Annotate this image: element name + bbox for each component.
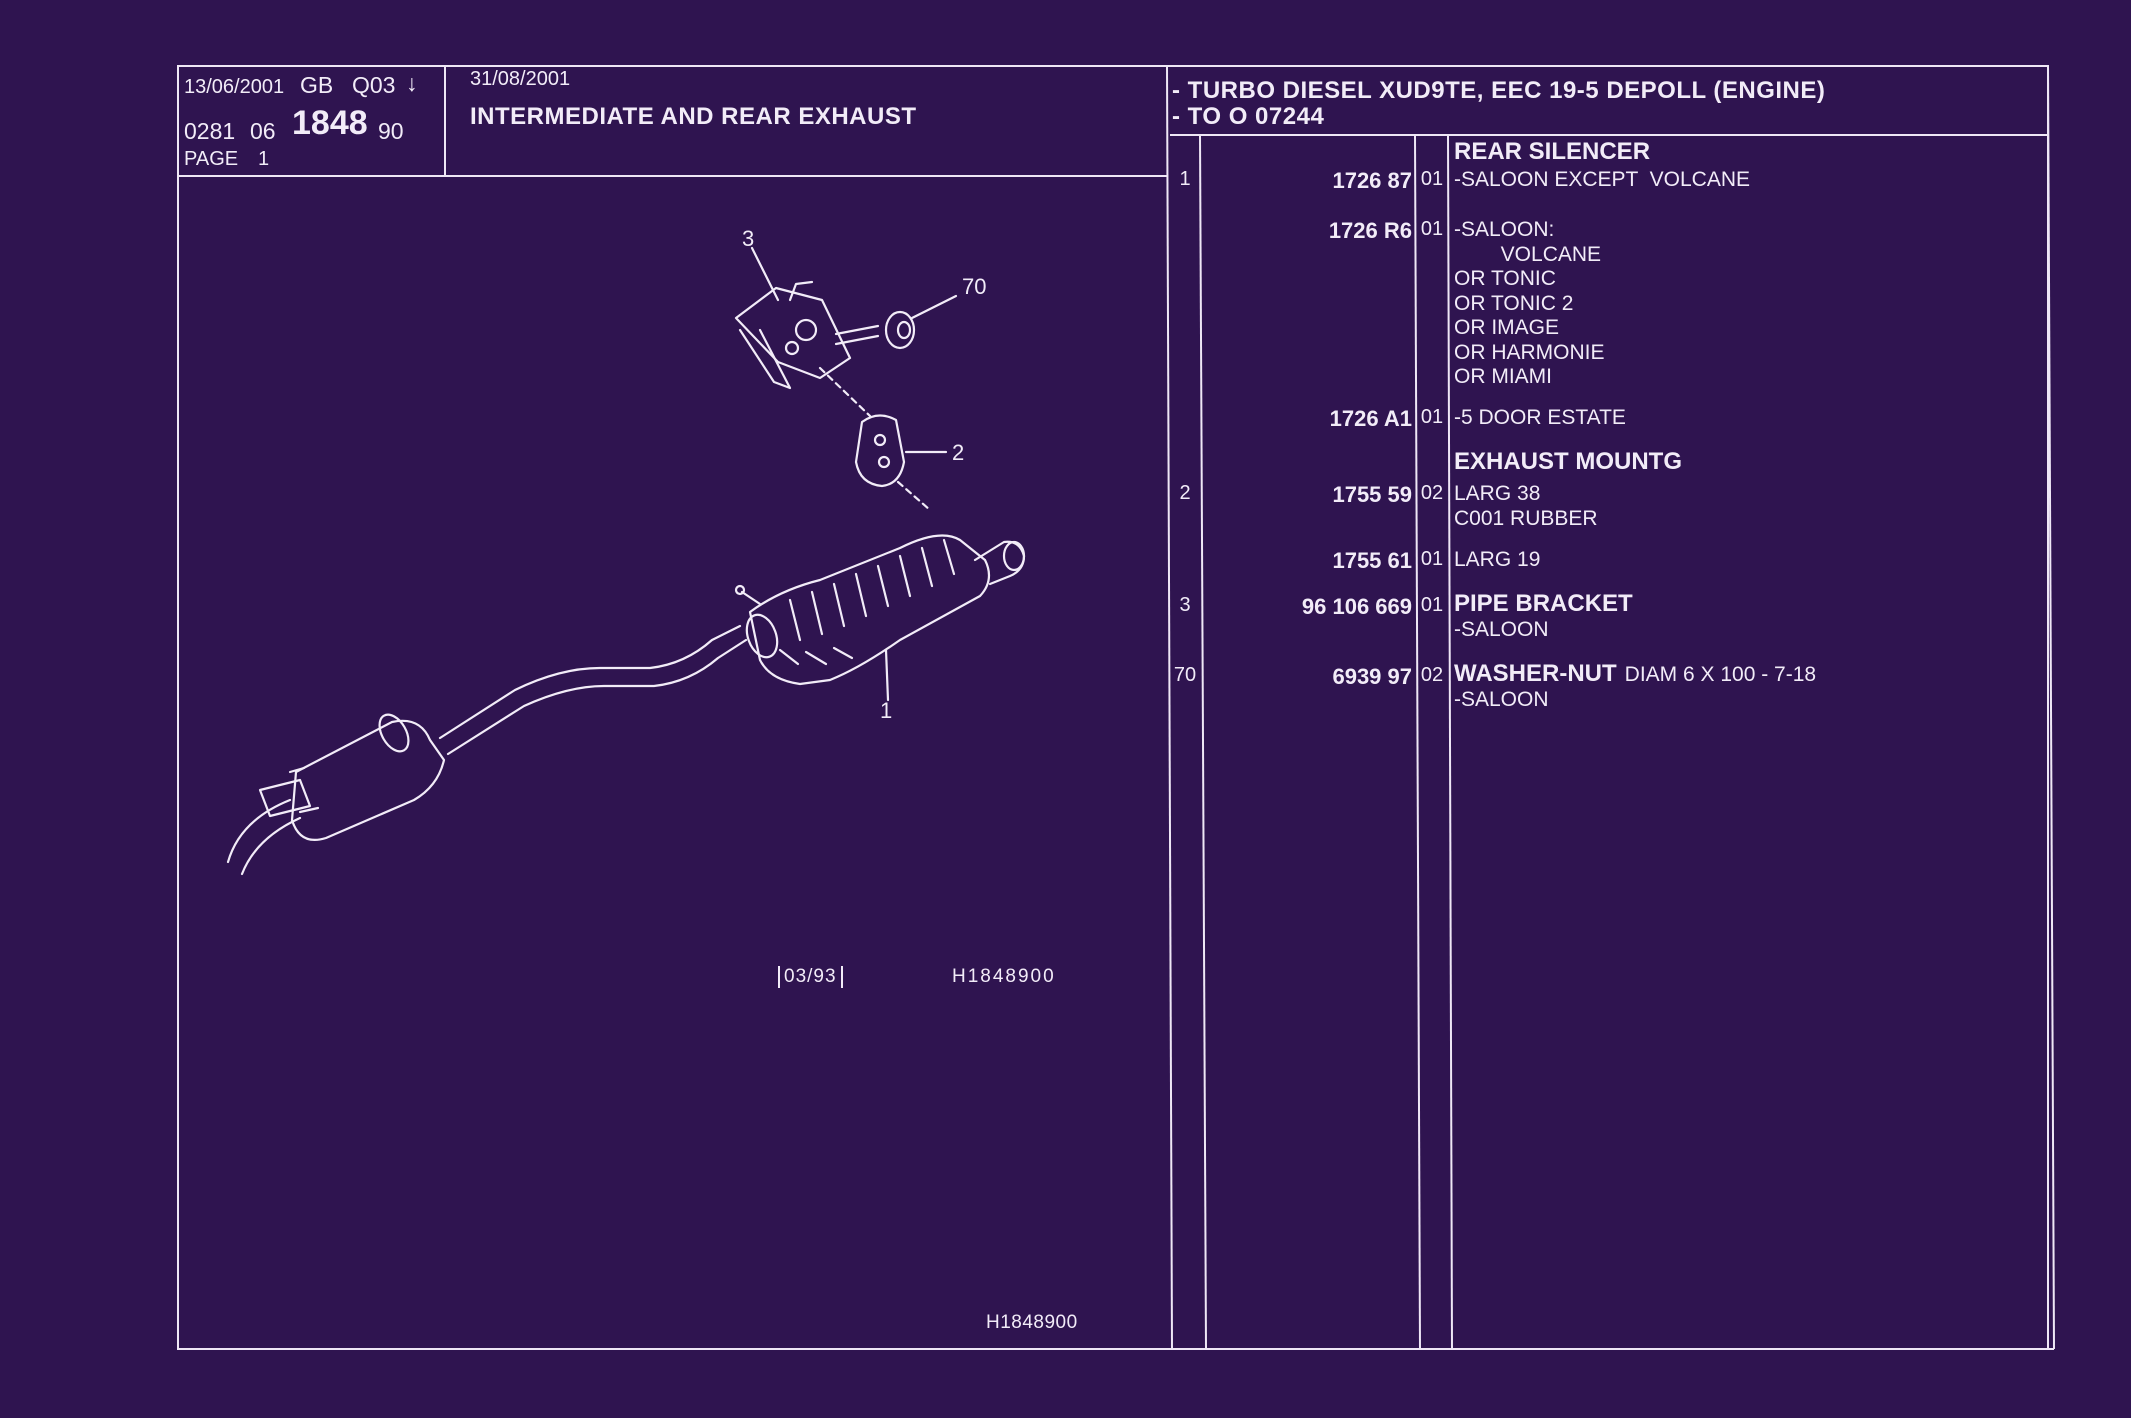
engine-line-2: - TO O 07244 [1172,103,1325,130]
part-variant: 01 [1420,168,1444,190]
header-group-number: 1848 [292,104,368,142]
engine-line-1: - TURBO DIESEL XUD9TE, EEC 19-5 DEPOLL (… [1172,77,1826,104]
header-date-2: 31/08/2001 [470,68,571,90]
part-name: EXHAUST MOUNTG [1454,448,1682,475]
part-variant: 02 [1420,664,1444,686]
header-page-label: PAGE [184,148,239,170]
part-description: LARG 19 [1454,548,1541,571]
diagram-bottom-code: H1848900 [986,1312,1078,1333]
part-name: PIPE BRACKET [1454,590,1633,617]
header-page-number: 1 [258,148,270,170]
part-number: 6939 97 [1332,664,1412,689]
callout-1: 1 [880,698,893,723]
part-number: 1755 59 [1332,482,1412,507]
header-code-a: 0281 [184,118,236,144]
part-variant: 02 [1420,482,1444,504]
down-arrow-icon: ↓ [406,70,418,96]
diagram-ref-code: H1848900 [952,966,1056,987]
part-number: 1726 R6 [1328,218,1412,243]
part-ref: 1 [1179,168,1191,190]
part-description: -SALOON EXCEPT VOLCANE [1454,168,1751,191]
page-title: INTERMEDIATE AND REAR EXHAUST [470,103,917,130]
part-description: LARG 38 C001 RUBBER [1454,482,1598,530]
callout-3: 3 [742,226,755,251]
header-q-code: Q03 [352,72,396,98]
part-number: 1726 A1 [1329,406,1412,431]
part-variant: 01 [1420,406,1444,428]
callout-2: 2 [952,440,965,465]
header-date-1: 13/06/2001 [184,76,285,98]
part-description: -SALOON [1454,618,1549,641]
part-description: -SALOON: VOLCANE OR TONIC OR TONIC 2 OR … [1454,218,1605,388]
part-number: 1726 87 [1332,168,1412,193]
part-ref: 70 [1173,664,1197,686]
part-name: REAR SILENCER [1454,138,1651,165]
part-description: -SALOON [1454,688,1549,711]
part-variant: 01 [1420,548,1444,570]
part-number: 96 106 669 [1301,594,1412,619]
part-ref: 3 [1179,594,1191,616]
part-description: -5 DOOR ESTATE [1454,406,1626,429]
header-code-c: 90 [378,118,404,144]
part-variant: 01 [1420,594,1444,616]
callout-70: 70 [962,274,987,299]
part-variant: 01 [1420,218,1444,240]
part-ref: 2 [1179,482,1191,504]
diagram-date-box: 03/93 [778,966,843,988]
part-inline-desc: DIAM 6 X 100 - 7-18 [1624,663,1817,686]
header-code-b: 06 [250,118,276,144]
part-number: 1755 61 [1332,548,1412,573]
header-market: GB [300,72,334,98]
